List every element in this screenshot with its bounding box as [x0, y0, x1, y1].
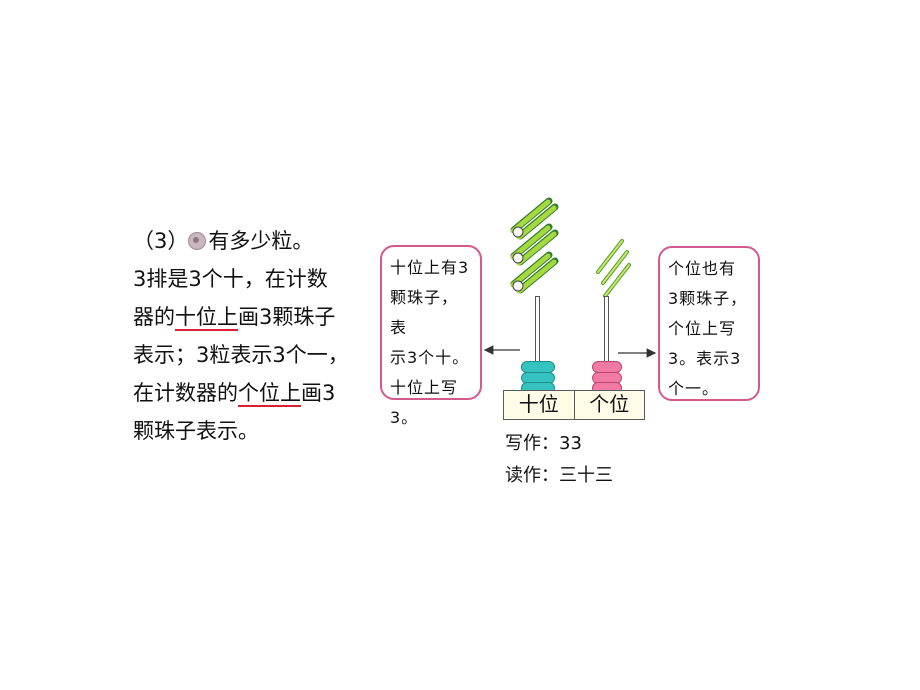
answer-line-4: 表示；3粒表示3个一，	[133, 343, 349, 367]
written-number: 写作：33	[505, 433, 582, 454]
underlined-ones-place: 个位上	[238, 381, 301, 405]
ones-explanation-box: 个位也有 3颗珠子， 个位上写 3。表示3 个一。	[658, 246, 760, 401]
answer-line-5: 在计数器的个位上画3	[133, 374, 393, 412]
note-line: 个一。	[668, 379, 720, 398]
tens-bundle-2	[510, 223, 559, 266]
note-line: 十位上有3	[390, 258, 470, 277]
tens-bundle-3	[510, 251, 559, 294]
read-number: 读作：三十三	[505, 465, 613, 486]
bead-count-icon	[188, 232, 207, 250]
question-text: （3） 有多少粒。 3排是3个十，在计数 器的十位上画3颗珠子 表示；3粒表示3个…	[133, 222, 393, 450]
text-fragment: 画3	[301, 381, 336, 405]
note-line: 十位上写	[390, 378, 459, 397]
note-line: 3。表示3	[668, 349, 742, 368]
text-fragment: 在计数器的	[133, 381, 238, 405]
question-line-1: （3） 有多少粒。	[133, 222, 393, 260]
question-number: （3）	[133, 229, 189, 253]
note-line: 个位也有	[668, 259, 737, 278]
text-fragment: 画3颗珠子	[238, 305, 336, 329]
answer-line-3: 器的十位上画3颗珠子	[133, 298, 393, 336]
answer-line-6: 颗珠子表示。	[133, 419, 259, 443]
answer-line-2: 3排是3个十，在计数	[133, 267, 328, 291]
single-sticks	[596, 239, 631, 298]
note-line: 3。	[390, 408, 419, 427]
question-prompt: 有多少粒。	[208, 229, 314, 253]
note-line: 3颗珠子，	[668, 289, 748, 308]
tens-place-label: 十位	[518, 392, 559, 416]
note-line: 个位上写	[668, 319, 737, 338]
underlined-tens-place: 十位上	[175, 305, 238, 329]
ones-place-label: 个位	[573, 391, 645, 419]
tens-bundle-1	[510, 197, 559, 240]
note-line: 示3个十。	[390, 348, 470, 367]
tens-explanation-box: 十位上有3 颗珠子，表 示3个十。 十位上写 3。	[380, 245, 482, 427]
note-line: 颗珠子，表	[390, 288, 459, 337]
abacus-base: 十位 个位	[503, 390, 645, 420]
text-fragment: 器的	[133, 305, 175, 329]
result-text: 写作：33 读作：三十三	[505, 428, 613, 492]
